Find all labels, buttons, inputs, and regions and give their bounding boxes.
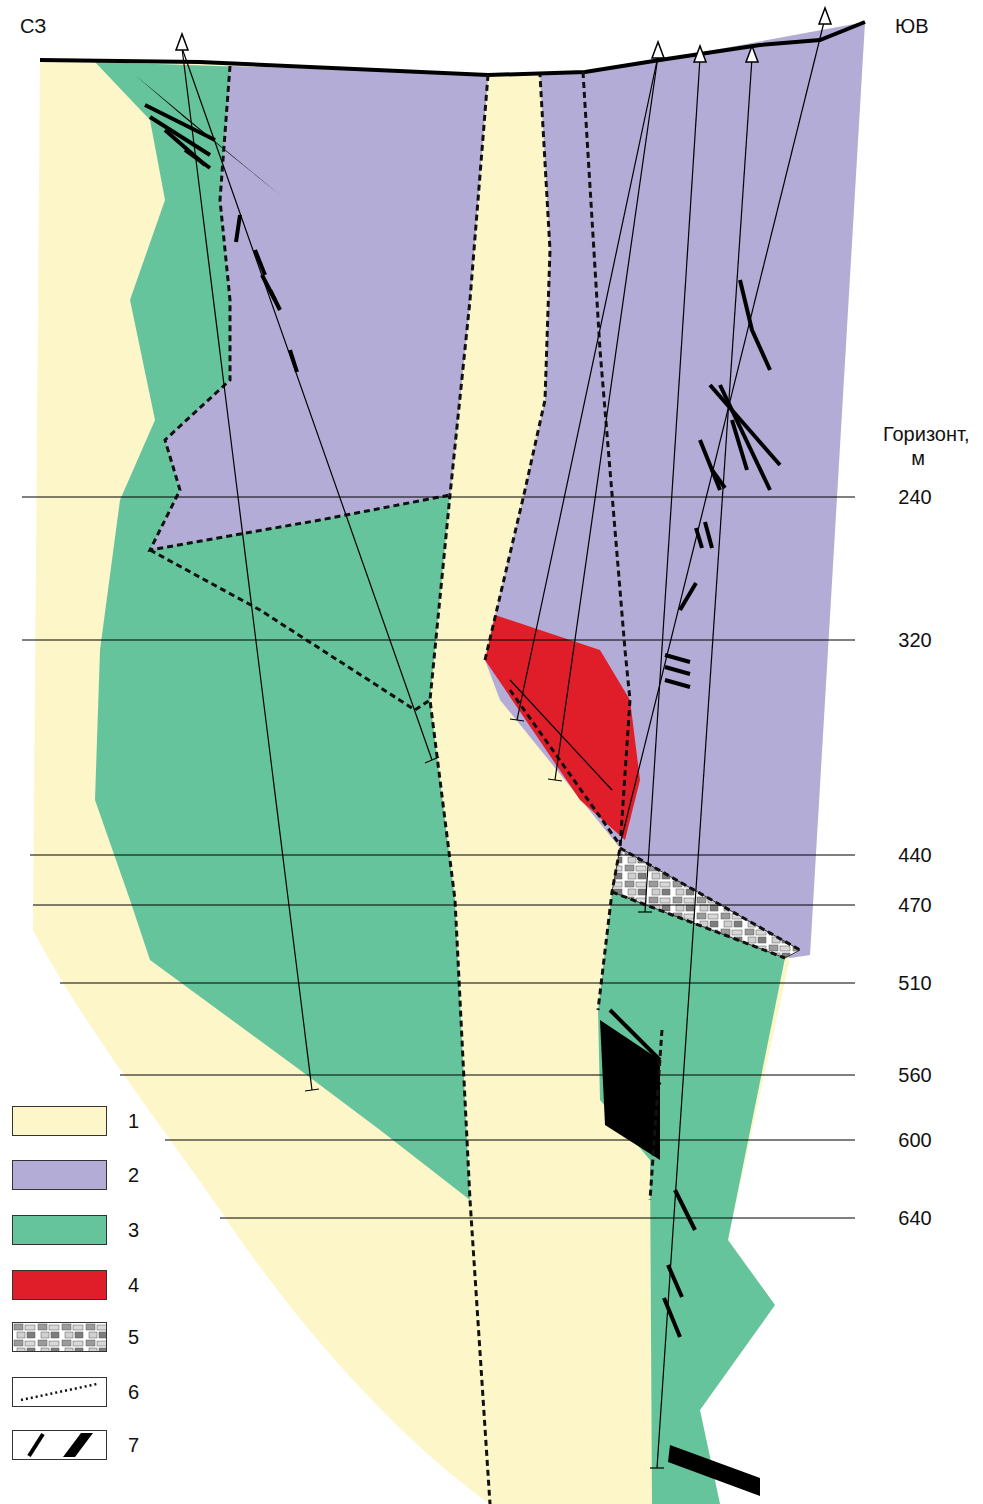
ore-body	[135, 75, 280, 195]
axis-title: Горизонт, м	[883, 422, 953, 470]
drill-hole	[182, 18, 825, 1468]
legend-label: 4	[128, 1273, 139, 1297]
unit-2	[485, 22, 865, 958]
unit-2	[150, 66, 488, 550]
horizon-label: 600	[898, 1128, 931, 1152]
legend-swatch	[12, 1215, 107, 1245]
legend-swatch	[12, 1106, 107, 1136]
horizon-line	[22, 497, 855, 1218]
legend-swatch	[12, 1160, 107, 1190]
direction-label: СЗ	[20, 14, 46, 38]
unit-1	[33, 22, 865, 1504]
ore-vein	[145, 105, 780, 1337]
surface	[40, 22, 865, 75]
direction-label: ЮВ	[895, 14, 929, 38]
legend-swatch	[12, 1430, 107, 1460]
legend-swatch	[12, 1322, 107, 1352]
legend-label: 7	[128, 1433, 139, 1457]
legend-swatch	[12, 1270, 107, 1300]
legend-swatch	[12, 1377, 107, 1407]
ore-body	[600, 1020, 660, 1160]
drill-collar	[176, 8, 831, 62]
horizon-label: 440	[898, 843, 931, 867]
ore-vein	[510, 680, 612, 790]
breccia-zone	[612, 848, 800, 958]
horizon-label: 510	[898, 971, 931, 995]
horizon-label: 560	[898, 1063, 931, 1087]
legend-label: 1	[128, 1109, 139, 1133]
ore-body	[668, 1445, 760, 1496]
legend-label: 5	[128, 1325, 139, 1349]
legend-label: 6	[128, 1380, 139, 1404]
legend-label: 2	[128, 1163, 139, 1187]
horizon-label: 640	[898, 1206, 931, 1230]
legend-symbol	[13, 1378, 106, 1406]
legend-symbol	[13, 1431, 106, 1459]
horizon-label: 470	[898, 893, 931, 917]
legend-symbol	[13, 1323, 106, 1351]
unit-3	[598, 892, 785, 1504]
horizon-label: 240	[898, 485, 931, 509]
unit-3	[95, 62, 488, 1200]
legend-label: 3	[128, 1218, 139, 1242]
horizon-label: 320	[898, 628, 931, 652]
